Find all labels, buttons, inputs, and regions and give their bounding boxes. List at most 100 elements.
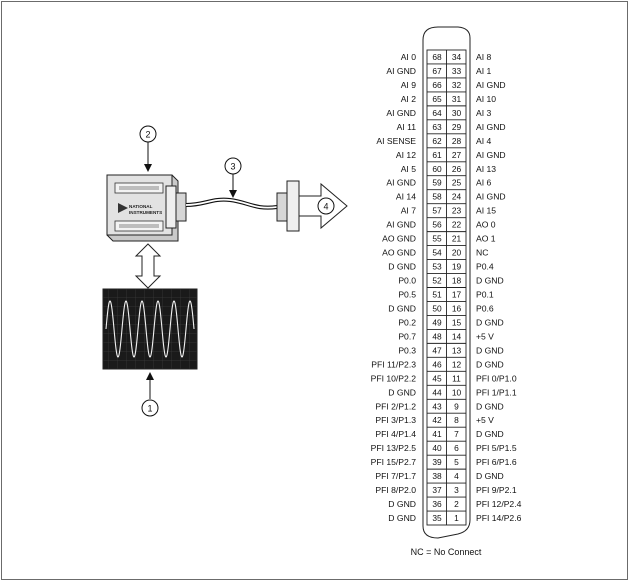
pin-left-number: 36 [432, 499, 442, 509]
pin-left-number: 50 [432, 303, 442, 313]
pin-right-number: 14 [452, 331, 462, 341]
pin-right-label: AI 6 [476, 178, 492, 188]
pin-right-label: PFI 9/P2.1 [476, 485, 517, 495]
pin-right-label: PFI 5/P1.5 [476, 443, 517, 453]
pin-left-number: 37 [432, 485, 442, 495]
callout-3: 3 [224, 157, 242, 175]
pin-left-label: AO GND [382, 248, 416, 258]
pin-right-number: 7 [454, 429, 459, 439]
pin-left-label: D GND [388, 513, 416, 523]
pin-right-number: 26 [452, 164, 462, 174]
pin-left-label: PFI 11/P2.3 [371, 359, 416, 369]
pin-left-number: 66 [432, 80, 442, 90]
pin-right-number: 8 [454, 415, 459, 425]
pin-left-label: P0.5 [398, 289, 416, 299]
pin-right-number: 11 [452, 373, 461, 383]
pin-left-label: PFI 7/P1.7 [375, 471, 416, 481]
pin-left-number: 51 [432, 289, 442, 299]
sine-waveform [105, 300, 195, 358]
pin-right-label: AI GND [476, 150, 506, 160]
pin-left-label: AI 2 [401, 94, 417, 104]
pin-right-number: 9 [454, 401, 459, 411]
pin-right-number: 33 [452, 66, 462, 76]
pin-right-label: D GND [476, 429, 504, 439]
pin-right-number: 5 [454, 457, 459, 467]
pin-left-number: 46 [432, 359, 442, 369]
pin-left-label: P0.2 [398, 317, 416, 327]
pin-right-number: 32 [452, 80, 462, 90]
pin-left-number: 35 [432, 513, 442, 523]
callout-2-label: 2 [145, 130, 150, 140]
pin-right-label: AI 4 [476, 136, 492, 146]
pin-right-number: 10 [452, 387, 462, 397]
pin-left-number: 48 [432, 331, 442, 341]
pin-left-label: PFI 13/P2.5 [371, 443, 417, 453]
pin-left-number: 63 [432, 122, 442, 132]
callout-1-label: 1 [147, 404, 152, 414]
pin-left-label: AI 0 [401, 52, 417, 62]
pin-right-label: D GND [476, 276, 504, 286]
pin-left-number: 52 [432, 276, 442, 286]
pin-right-label: +5 V [476, 331, 494, 341]
pin-left-number: 61 [432, 150, 442, 160]
double-arrow-icon [134, 243, 162, 289]
pin-right-number: 3 [454, 485, 459, 495]
pin-right-label: AI 3 [476, 108, 492, 118]
pin-left-number: 58 [432, 192, 442, 202]
brand-logo-icon [118, 203, 128, 213]
pin-right-label: AO 0 [476, 220, 496, 230]
pin-right-label: D GND [476, 359, 504, 369]
pin-right-number: 31 [452, 94, 462, 104]
pin-left-label: AI GND [386, 178, 416, 188]
pin-left-label: D GND [388, 262, 416, 272]
pin-right-label: PFI 14/P2.6 [476, 513, 522, 523]
pin-right-label: AI GND [476, 122, 506, 132]
callout-4-label: 4 [323, 202, 328, 212]
pin-left-number: 44 [432, 387, 442, 397]
pin-left-label: AI 14 [396, 192, 416, 202]
pin-right-label: PFI 12/P2.4 [476, 499, 522, 509]
pin-right-number: 25 [452, 178, 462, 188]
pin-right-label: AI 1 [476, 66, 492, 76]
pin-left-label: AI 11 [397, 122, 417, 132]
scope-display [102, 288, 198, 370]
pin-left-number: 55 [432, 234, 442, 244]
pin-left-label: AI 12 [396, 150, 416, 160]
pin-right-number: 30 [452, 108, 462, 118]
pin-left-number: 60 [432, 164, 442, 174]
pin-left-label: PFI 8/P2.0 [375, 485, 416, 495]
pin-right-number: 34 [452, 52, 462, 62]
pin-left-number: 64 [432, 108, 442, 118]
pin-left-label: PFI 10/P2.2 [371, 373, 417, 383]
pin-left-label: AI GND [386, 66, 416, 76]
pin-right-number: 20 [452, 248, 462, 258]
pin-right-number: 28 [452, 136, 462, 146]
pin-left-label: AI GND [386, 220, 416, 230]
pin-right-number: 4 [454, 471, 459, 481]
pin-left-label: P0.7 [398, 331, 416, 341]
pin-left-label: AI 5 [401, 164, 417, 174]
pin-right-number: 6 [454, 443, 459, 453]
pin-left-label: AI SENSE [376, 136, 416, 146]
pin-left-label: AI GND [386, 108, 416, 118]
pin-right-label: D GND [476, 471, 504, 481]
pin-right-label: P0.1 [476, 289, 494, 299]
pin-right-number: 1 [454, 513, 459, 523]
pin-right-number: 15 [452, 317, 462, 327]
pin-right-number: 17 [452, 289, 462, 299]
pin-right-label: D GND [476, 401, 504, 411]
pin-right-label: AI GND [476, 80, 506, 90]
pin-right-label: P0.4 [476, 262, 494, 272]
pin-left-label: AI 9 [401, 80, 417, 90]
brand-line-1: NATIONAL [129, 204, 153, 209]
pin-left-label: D GND [388, 499, 416, 509]
pin-left-number: 47 [432, 345, 442, 355]
pin-right-number: 16 [452, 303, 462, 313]
pin-left-label: PFI 2/P1.2 [375, 401, 416, 411]
pin-right-label: AI 15 [476, 206, 496, 216]
daq-module: NATIONAL INSTRUMENTS [106, 174, 187, 242]
pin-left-number: 40 [432, 443, 442, 453]
